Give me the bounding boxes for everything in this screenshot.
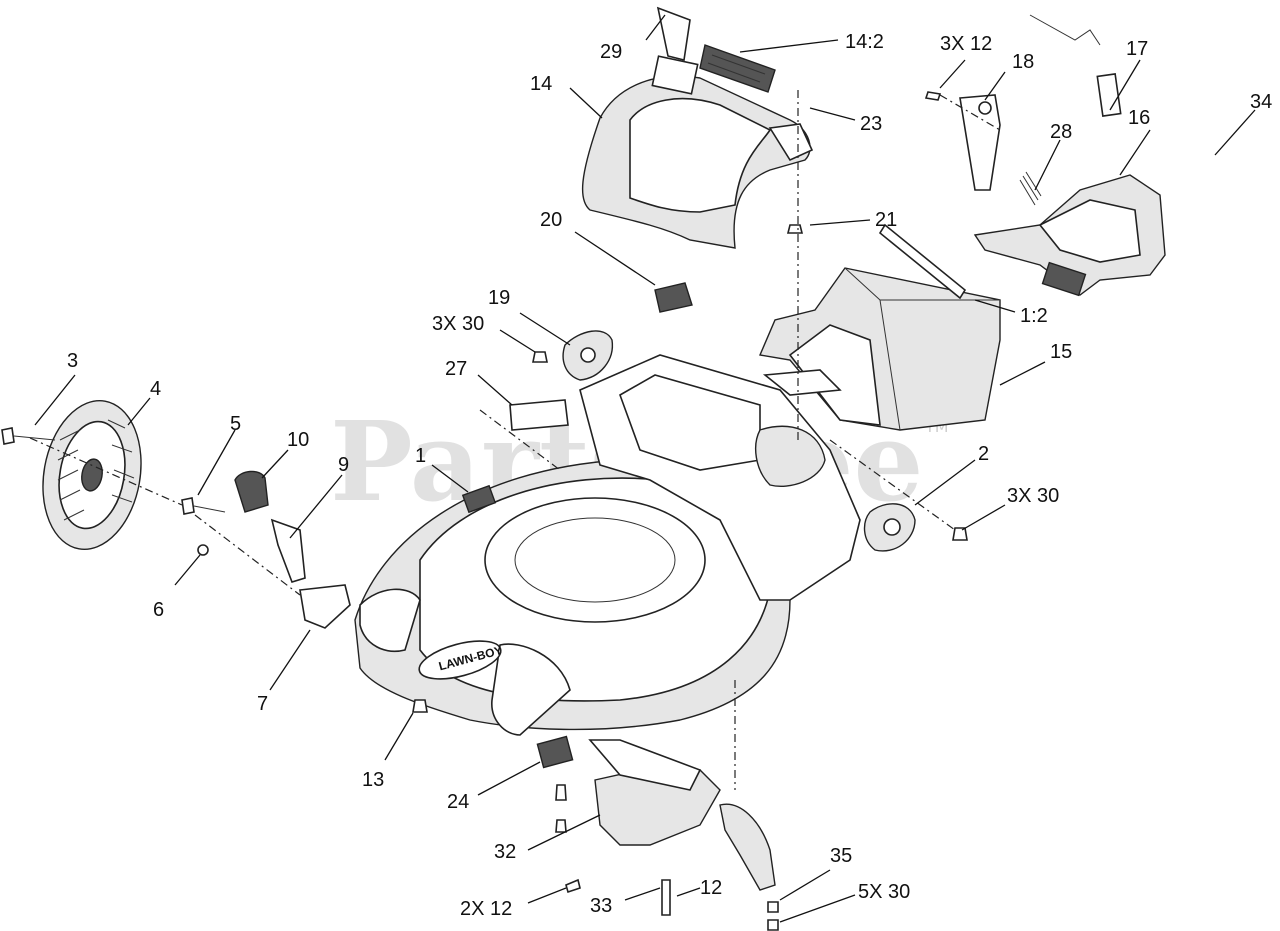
callout-14-2[interactable]: 14:2 [845, 31, 884, 53]
part-adjust-arm[interactable] [234, 470, 351, 629]
callout-9[interactable]: 9 [338, 454, 349, 476]
callout-1-2[interactable]: 1:2 [1020, 305, 1048, 327]
callout-13[interactable]: 13 [362, 769, 384, 791]
callout-10[interactable]: 10 [287, 429, 309, 451]
part-chute-lid[interactable] [759, 267, 1001, 431]
assembly-guide-lines [29, 90, 1001, 790]
callout-2x12[interactable]: 2X 12 [460, 898, 512, 920]
part-height-bracket[interactable] [562, 330, 614, 381]
callout-3x12[interactable]: 3X 12 [940, 33, 992, 55]
callout-19[interactable]: 19 [488, 287, 510, 309]
part-nut-6[interactable] [197, 544, 209, 556]
callout-27[interactable]: 27 [445, 358, 467, 380]
part-wheel-bolt[interactable] [1, 427, 56, 445]
callout-1[interactable]: 1 [415, 445, 426, 467]
callout-6[interactable]: 6 [153, 599, 164, 621]
callout-labels: 29 14:2 14 23 3X 12 18 17 34 16 28 20 21… [67, 31, 1272, 920]
callout-12[interactable]: 12 [700, 877, 722, 899]
callout-5x30[interactable]: 5X 30 [858, 881, 910, 903]
callout-23[interactable]: 23 [860, 113, 882, 135]
part-lower-baffle[interactable] [536, 735, 776, 891]
callout-20[interactable]: 20 [540, 209, 562, 231]
part-handle-bracket[interactable] [959, 14, 1166, 297]
callout-29[interactable]: 29 [600, 41, 622, 63]
part-knob[interactable] [654, 282, 693, 313]
part-decal[interactable] [509, 223, 967, 431]
callout-3x30-a[interactable]: 3X 30 [432, 313, 484, 335]
callout-15[interactable]: 15 [1050, 341, 1072, 363]
part-side-plate[interactable] [863, 503, 916, 552]
callout-21[interactable]: 21 [875, 209, 897, 231]
part-screws[interactable] [412, 91, 968, 931]
callout-5[interactable]: 5 [230, 413, 241, 435]
part-rear-guard[interactable] [581, 6, 814, 249]
part-rear-wheel[interactable] [32, 393, 153, 557]
callout-14[interactable]: 14 [530, 73, 552, 95]
callout-16[interactable]: 16 [1128, 107, 1150, 129]
part-mower-deck[interactable]: LAWN-BOY [354, 354, 861, 736]
callout-24[interactable]: 24 [447, 791, 469, 813]
callout-3[interactable]: 3 [67, 350, 78, 372]
callout-34[interactable]: 34 [1250, 91, 1272, 113]
callout-35[interactable]: 35 [830, 845, 852, 867]
callout-17[interactable]: 17 [1126, 38, 1148, 60]
callout-2[interactable]: 2 [978, 443, 989, 465]
callout-4[interactable]: 4 [150, 378, 161, 400]
part-axle-bolt[interactable] [181, 497, 226, 515]
callout-32[interactable]: 32 [494, 841, 516, 863]
callout-18[interactable]: 18 [1012, 51, 1034, 73]
leader-lines [34, 14, 1256, 923]
callout-3x30-b[interactable]: 3X 30 [1007, 485, 1059, 507]
callout-33[interactable]: 33 [590, 895, 612, 917]
callout-7[interactable]: 7 [257, 693, 268, 715]
callout-28[interactable]: 28 [1050, 121, 1072, 143]
